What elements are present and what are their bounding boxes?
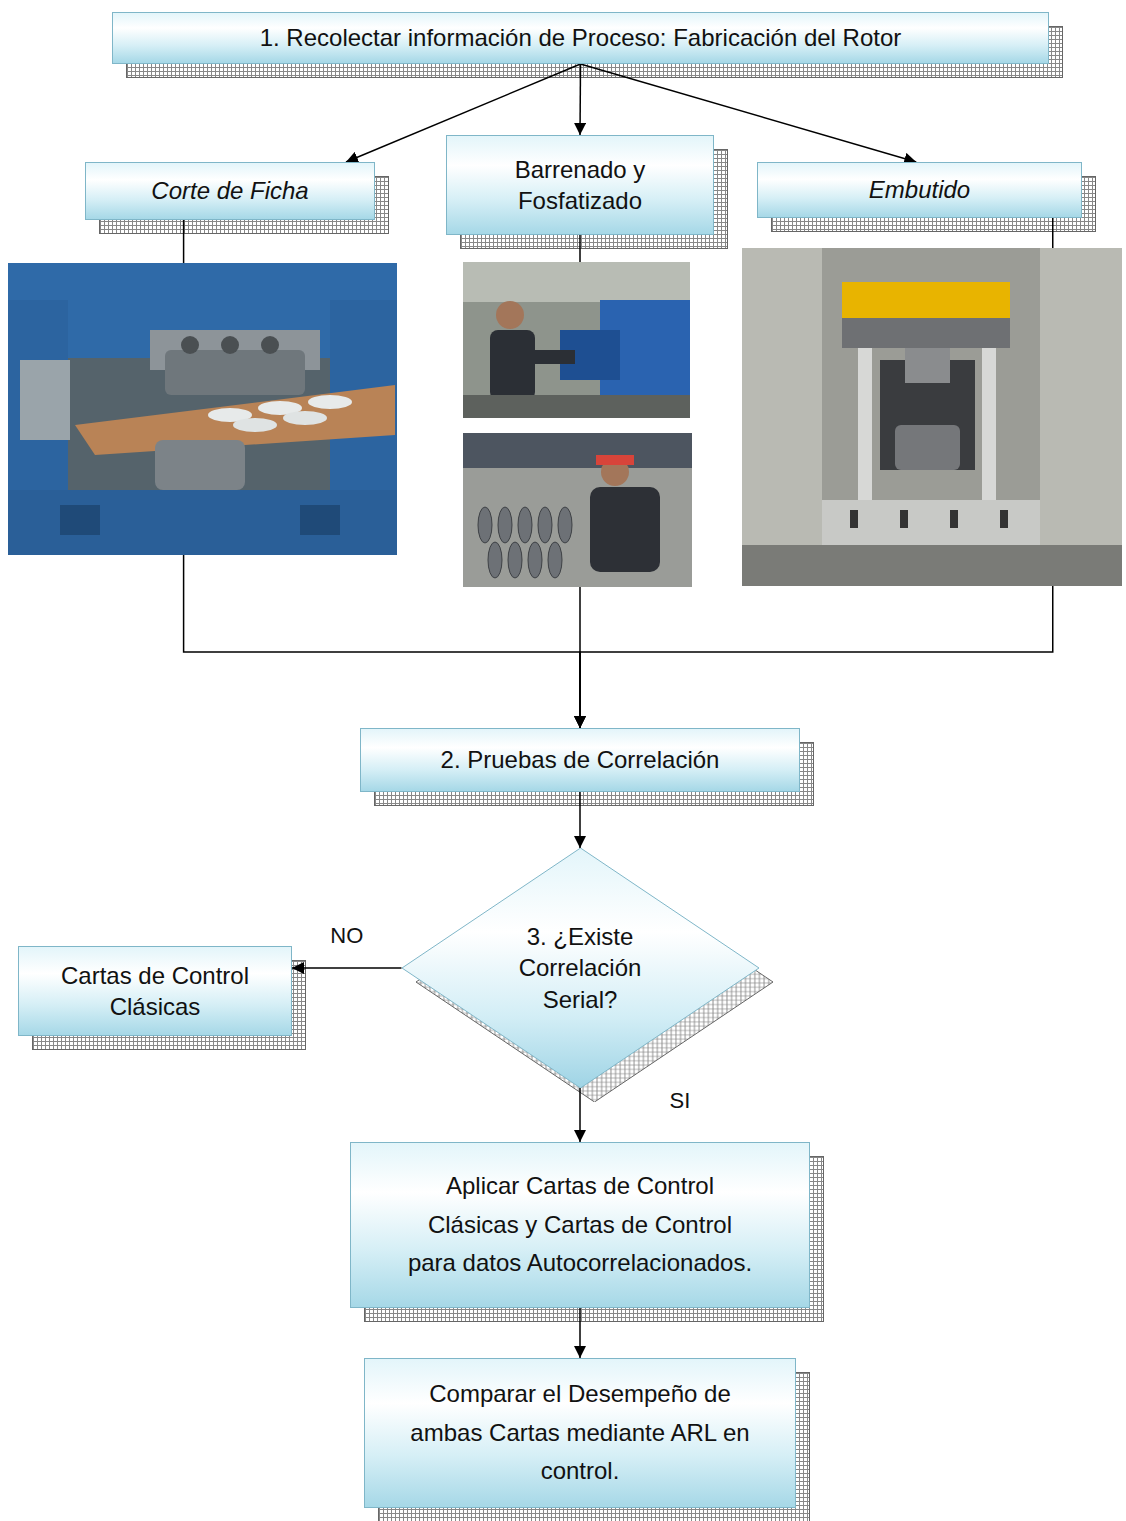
process-box: 2. Pruebas de Correlación [360, 728, 800, 792]
text-block: Barrenado y Fosfatizado [466, 154, 694, 216]
flow-arrow [579, 1308, 581, 1358]
text-block: Embutido [869, 174, 970, 205]
drawing-press-photo [742, 248, 1122, 586]
node-label: Comparar el Desempeño de ambas Cartas me… [390, 1375, 770, 1490]
text-block: 1. Recolectar información de Proceso: Fa… [260, 22, 902, 53]
text-block: Comparar el Desempeño de ambas Cartas me… [390, 1375, 770, 1490]
node-label: Corte de Ficha [151, 175, 308, 206]
flow-arrow [292, 967, 402, 969]
press-photo [8, 263, 397, 555]
node-label: 1. Recolectar información de Proceso: Fa… [260, 22, 902, 53]
node-label: 3. ¿Existe Correlación Serial? [495, 921, 665, 1015]
drilling-photo [463, 262, 690, 418]
process-box: Embutido [757, 162, 1082, 218]
flow-arrow [579, 792, 581, 848]
text-block: Corte de Ficha [151, 175, 308, 206]
node-label: 2. Pruebas de Correlación [441, 744, 720, 775]
text-block: Aplicar Cartas de Control Clásicas y Car… [405, 1167, 755, 1282]
flow-arrow [579, 1088, 581, 1142]
process-box: 1. Recolectar información de Proceso: Fa… [112, 12, 1049, 64]
decision-diamond: 3. ¿Existe Correlación Serial? [402, 848, 759, 1088]
node-label: Aplicar Cartas de Control Clásicas y Car… [405, 1167, 755, 1282]
process-box: Cartas de Control Clásicas [18, 946, 292, 1036]
node-label: Embutido [869, 174, 970, 205]
text-block: 2. Pruebas de Correlación [441, 744, 720, 775]
text-block: 3. ¿Existe Correlación Serial? [495, 921, 665, 1015]
flow-arrow [579, 64, 581, 135]
edge-label: NO [327, 923, 366, 949]
node-label: Barrenado y Fosfatizado [466, 154, 694, 216]
process-box: Comparar el Desempeño de ambas Cartas me… [364, 1358, 796, 1508]
process-box: Aplicar Cartas de Control Clásicas y Car… [350, 1142, 810, 1308]
text-block: Cartas de Control Clásicas [35, 960, 275, 1022]
phosphating-photo [463, 433, 692, 587]
node-label: Cartas de Control Clásicas [35, 960, 275, 1022]
process-box: Corte de Ficha [85, 162, 375, 220]
process-box: Barrenado y Fosfatizado [446, 135, 714, 235]
edge-label: SI [667, 1088, 694, 1114]
